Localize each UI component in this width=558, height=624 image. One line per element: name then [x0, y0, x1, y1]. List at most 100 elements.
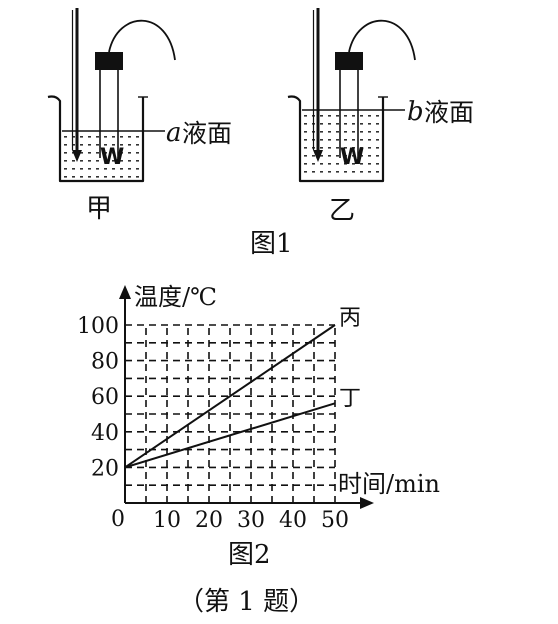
liquid-dot [64, 136, 67, 138]
liquid-dot [344, 155, 347, 157]
heater-block-yi [335, 52, 363, 70]
liquid-dot [304, 131, 307, 133]
liquid-dot [368, 163, 371, 165]
liquid-dot [312, 155, 315, 157]
liquid-dot [368, 171, 371, 173]
beaker-label-jia: 甲 [86, 194, 112, 224]
liquid-dot [320, 147, 323, 149]
liquid-dot [304, 139, 307, 141]
liquid-dot [80, 152, 83, 154]
heater-wire-yi [348, 19, 416, 61]
origin-label: 0 [111, 507, 125, 532]
figure2-caption: 图2 [228, 540, 271, 570]
liquid-dot [304, 123, 307, 125]
y-axis-label: 温度/℃ [134, 283, 217, 311]
liquid-dot [352, 155, 355, 157]
liquid-dot [360, 115, 363, 117]
element-mark-yi: W [340, 145, 364, 170]
liquid-dot [88, 176, 91, 178]
surface-text-a: 液面 [182, 119, 232, 148]
liquid-dot [336, 163, 339, 165]
liquid-dot [96, 160, 99, 162]
liquid-dot [344, 147, 347, 149]
beaker-outline-jia [47, 95, 145, 183]
liquid-dot [304, 147, 307, 149]
liquid-dot [368, 123, 371, 125]
liquid-dot [320, 163, 323, 165]
liquid-dot [320, 139, 323, 141]
liquid-dot [376, 171, 379, 173]
liquid-dot [328, 163, 331, 165]
liquid-dot [376, 147, 379, 149]
liquid-dot [360, 171, 363, 173]
liquid-dot [304, 115, 307, 117]
heater-wire-jia [108, 19, 176, 61]
liquid-dot [336, 139, 339, 141]
liquid-dot [72, 136, 75, 138]
liquid-dot [112, 160, 115, 162]
liquid-dot [328, 123, 331, 125]
liquid-dot [376, 155, 379, 157]
question-label: （第 1 题） [178, 587, 315, 617]
liquid-dot [312, 171, 315, 173]
surface-letter-a: a [166, 118, 182, 148]
liquid-dot [136, 160, 139, 162]
liquid-dot [120, 176, 123, 178]
y-tick-label: 80 [91, 350, 119, 375]
liquid-dot [336, 131, 339, 133]
liquid-dot [112, 168, 115, 170]
element-mark-jia: W [100, 145, 124, 170]
liquid-dot [80, 144, 83, 146]
liquid-dot [128, 136, 131, 138]
heater-block-jia [95, 52, 123, 70]
liquid-dot [320, 115, 323, 117]
liquid-dot [360, 155, 363, 157]
liquid-dot [360, 163, 363, 165]
series-label: 丙 [339, 306, 361, 331]
y-tick-label: 20 [91, 456, 119, 481]
liquid-dot [80, 160, 83, 162]
liquid-dot [336, 115, 339, 117]
liquid-dot [344, 171, 347, 173]
liquid-dot [352, 123, 355, 125]
liquid-dot [72, 160, 75, 162]
liquid-dot [360, 123, 363, 125]
liquid-dot [88, 168, 91, 170]
liquid-dot [64, 168, 67, 170]
liquid-dot [336, 155, 339, 157]
liquid-dot [96, 136, 99, 138]
liquid-dot [376, 115, 379, 117]
liquid-dot [344, 163, 347, 165]
liquid-dot [336, 123, 339, 125]
liquid-dot [376, 131, 379, 133]
liquid-dot [352, 115, 355, 117]
liquid-dot [88, 144, 91, 146]
liquid-dot [120, 136, 123, 138]
liquid-dot [376, 123, 379, 125]
liquid-dot [368, 115, 371, 117]
liquid-dot [112, 144, 115, 146]
liquid-dot [80, 136, 83, 138]
liquid-dot [304, 171, 307, 173]
x-tick-label: 20 [195, 508, 223, 533]
liquid-dot [352, 163, 355, 165]
liquid-dot [64, 144, 67, 146]
beaker-yi: W b 液面 乙 [287, 8, 474, 226]
liquid-dot [88, 136, 91, 138]
liquid-dot [96, 144, 99, 146]
liquid-dot [120, 152, 123, 154]
liquid-dot [320, 123, 323, 125]
liquid-dot [320, 155, 323, 157]
liquid-dot [128, 176, 131, 178]
liquid-dot [344, 131, 347, 133]
liquid-dot [104, 144, 107, 146]
liquid-dot [96, 168, 99, 170]
liquid-dot [120, 144, 123, 146]
liquid-dot [104, 160, 107, 162]
beaker-outline-yi [287, 95, 385, 183]
liquid-dot [136, 144, 139, 146]
liquid-dot [328, 171, 331, 173]
x-tick-label: 40 [279, 508, 307, 533]
liquid-dot [88, 160, 91, 162]
